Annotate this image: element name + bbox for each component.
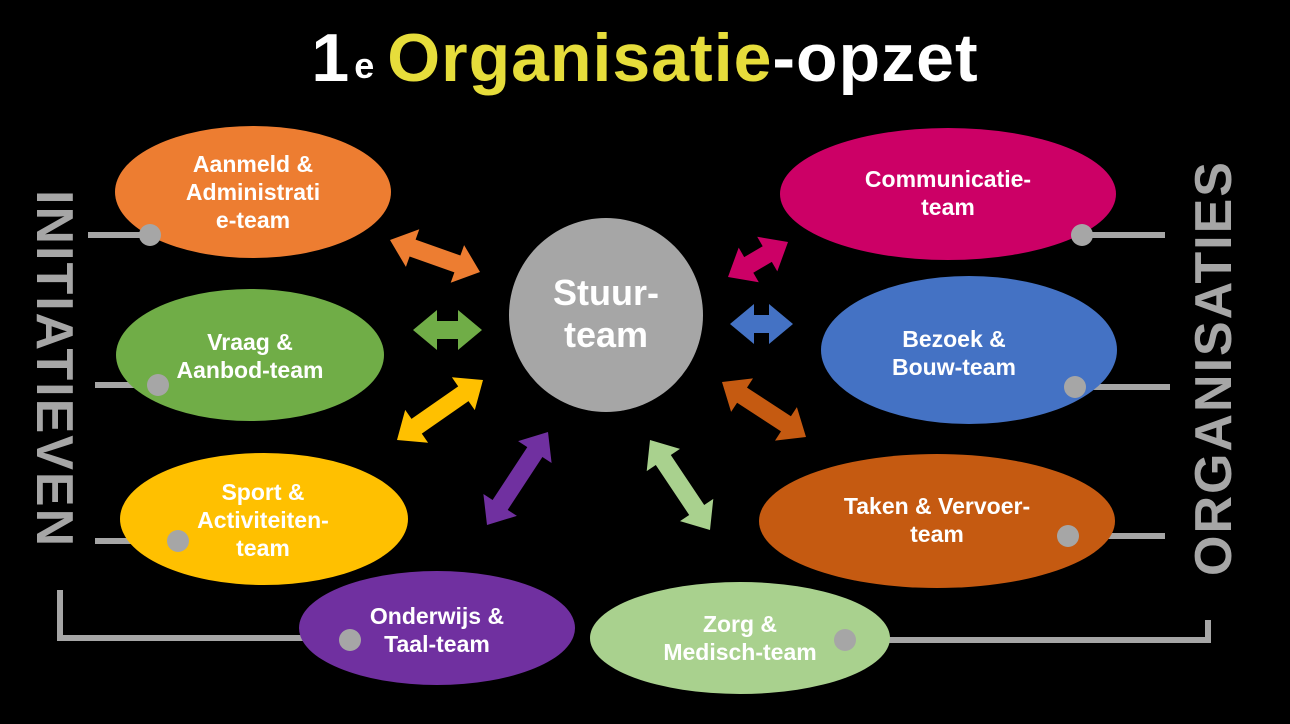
title-highlight: Organisatie [387, 20, 773, 96]
arrow-zorg [646, 440, 714, 530]
initiatieven-label: INITIATIEVEN [25, 190, 83, 549]
connector-dot-aanmeld [139, 224, 161, 246]
arrow-communicatie [728, 236, 788, 283]
connector-dot-communicatie [1071, 224, 1093, 246]
arrow-onderwijs [483, 432, 552, 525]
connector-dot-onderwijs [339, 629, 361, 651]
team-ellipse-communicatie [780, 128, 1116, 260]
right-bracket-connector [845, 620, 1211, 643]
team-ellipse-sport [120, 453, 408, 585]
connector-dot-bezoek [1064, 376, 1086, 398]
connector-dot-sport [167, 530, 189, 552]
title-rest: -opzet [772, 20, 979, 96]
connector-dot-zorg [834, 629, 856, 651]
arrow-bezoek [730, 304, 793, 344]
connector-dot-vraag [147, 374, 169, 396]
title-superscript: e [354, 45, 376, 86]
team-ellipse-taken [759, 454, 1115, 588]
team-ellipse-onderwijs [299, 571, 575, 685]
arrow-taken [722, 378, 806, 441]
arrow-sport [397, 377, 483, 443]
team-ellipse-vraag [116, 289, 384, 421]
arrows-group [390, 229, 806, 530]
arrow-vraag [413, 310, 482, 350]
team-ellipse-aanmeld [115, 126, 391, 258]
stuurteam-circle [509, 218, 703, 412]
organisaties-label: ORGANISATIES [1185, 160, 1243, 576]
team-ellipse-bezoek [821, 276, 1117, 424]
connector-dot-taken [1057, 525, 1079, 547]
arrow-aanmeld [390, 229, 480, 283]
title-number: 1 [311, 20, 351, 96]
left-bracket-connector [57, 590, 350, 641]
team-ellipse-zorg [590, 582, 890, 694]
